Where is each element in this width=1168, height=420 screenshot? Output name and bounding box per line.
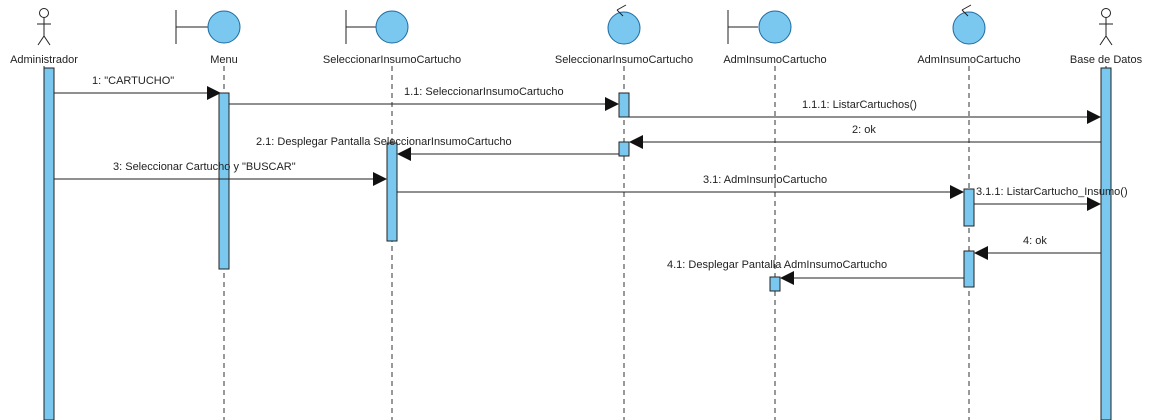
- participant-menu: Menu: [175, 10, 241, 66]
- participant-seleccionar-boundary: SeleccionarInsumoCartucho: [323, 10, 461, 66]
- actor-icon: [37, 8, 51, 46]
- message-label: 3.1.1: ListarCartucho_Insumo(): [976, 186, 1128, 198]
- boundary-icon: [175, 10, 241, 44]
- participant-label: SeleccionarInsumoCartucho: [323, 54, 461, 66]
- activation-bar: [618, 141, 630, 157]
- activation-bar: [618, 92, 630, 118]
- message-label: 2: ok: [852, 124, 876, 136]
- activation-bar: [769, 276, 781, 292]
- arrowhead: [780, 271, 794, 285]
- message-label: 4: ok: [1023, 235, 1047, 247]
- message-label: 1.1.1: ListarCartuchos(): [802, 99, 917, 111]
- message-label: 4.1: Desplegar Pantalla AdmInsumoCartuch…: [667, 259, 887, 271]
- participant-label: AdmInsumoCartucho: [917, 54, 1020, 66]
- participant-administrador: Administrador: [10, 8, 78, 66]
- participant-label: AdmInsumoCartucho: [723, 54, 826, 66]
- arrowhead: [629, 135, 643, 149]
- message-label: 2.1: Desplegar Pantalla SeleccionarInsum…: [256, 136, 512, 148]
- message-4: 4: ok: [974, 235, 1101, 260]
- control-icon: [607, 4, 641, 45]
- message-4-1: 4.1: Desplegar Pantalla AdmInsumoCartuch…: [667, 259, 964, 285]
- activation-bar: [218, 92, 230, 270]
- participant-seleccionar-control: SeleccionarInsumoCartucho: [555, 4, 693, 66]
- activation-bar: [386, 142, 398, 242]
- participant-base-datos: Base de Datos: [1070, 8, 1143, 66]
- message-2: 2: ok: [629, 124, 1101, 149]
- arrowhead: [950, 185, 964, 199]
- participant-adm-boundary: AdmInsumoCartucho: [723, 10, 827, 66]
- participant-label: Menu: [210, 54, 238, 66]
- activation-bar: [963, 188, 975, 227]
- arrowhead: [207, 86, 221, 100]
- message-label: 1.1: SeleccionarInsumoCartucho: [404, 86, 564, 98]
- activation-bar: [963, 250, 975, 288]
- actor-icon: [1099, 8, 1113, 46]
- activation-bar: [43, 67, 55, 420]
- activation-bar: [1100, 67, 1112, 420]
- message-label: 3.1: AdmInsumoCartucho: [703, 174, 827, 186]
- control-icon: [952, 4, 986, 45]
- message-3-1: 3.1: AdmInsumoCartucho: [397, 174, 964, 199]
- arrowhead: [373, 172, 387, 186]
- participant-label: SeleccionarInsumoCartucho: [555, 54, 693, 66]
- boundary-icon: [345, 10, 409, 44]
- message-3-1-1: 3.1.1: ListarCartucho_Insumo(): [974, 186, 1128, 211]
- message-1: 1: "CARTUCHO": [54, 75, 221, 100]
- arrowhead: [605, 97, 619, 111]
- arrowhead: [1087, 197, 1101, 211]
- participant-adm-control: AdmInsumoCartucho: [917, 4, 1021, 66]
- boundary-icon: [727, 10, 792, 44]
- arrowhead: [1087, 110, 1101, 124]
- message-2-1: 2.1: Desplegar Pantalla SeleccionarInsum…: [256, 136, 619, 161]
- participant-label: Administrador: [10, 54, 78, 66]
- message-1-1-1: 1.1.1: ListarCartuchos(): [629, 99, 1101, 124]
- participant-label: Base de Datos: [1070, 54, 1143, 66]
- message-label: 1: "CARTUCHO": [92, 75, 174, 87]
- message-1-1: 1.1: SeleccionarInsumoCartucho: [229, 86, 619, 111]
- message-label: 3: Seleccionar Cartucho y "BUSCAR": [113, 161, 296, 173]
- arrowhead: [974, 246, 988, 260]
- message-3: 3: Seleccionar Cartucho y "BUSCAR": [54, 161, 387, 186]
- arrowhead: [397, 147, 411, 161]
